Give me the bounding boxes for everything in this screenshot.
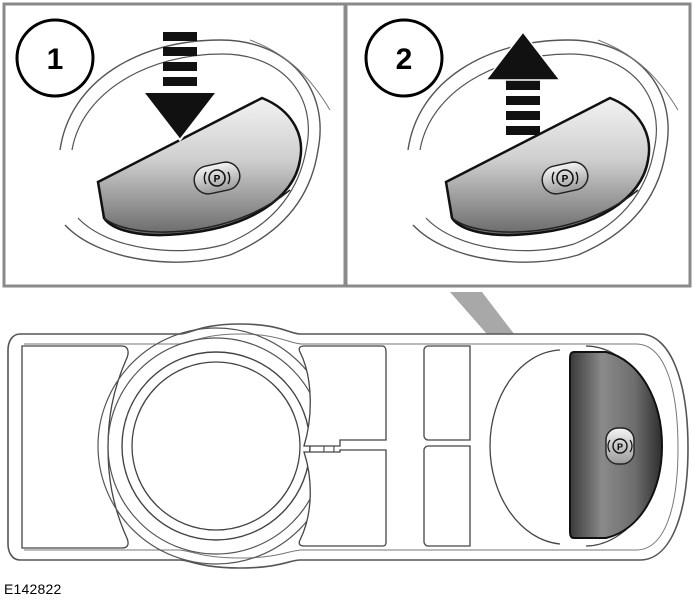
- center-console-overview: P: [7, 323, 689, 569]
- step-1-badge: 1: [15, 18, 95, 98]
- parking-brake-icon: P: [541, 161, 589, 195]
- step-2-badge: 2: [364, 18, 444, 98]
- parking-brake-icon: P: [605, 427, 635, 465]
- parking-brake-icon: P: [193, 161, 241, 195]
- svg-text:P: P: [562, 174, 569, 185]
- step-2-number: 2: [396, 43, 413, 76]
- pull-up-arrow-icon: [486, 32, 560, 135]
- figure-id-label: E142822: [4, 581, 62, 597]
- step-1-number: 1: [47, 43, 64, 76]
- svg-text:P: P: [617, 442, 623, 452]
- svg-text:P: P: [214, 174, 221, 185]
- step-2-panel: P 2: [344, 2, 692, 288]
- press-down-arrow-icon: [143, 32, 217, 140]
- step-1-panel: P 1: [2, 2, 347, 288]
